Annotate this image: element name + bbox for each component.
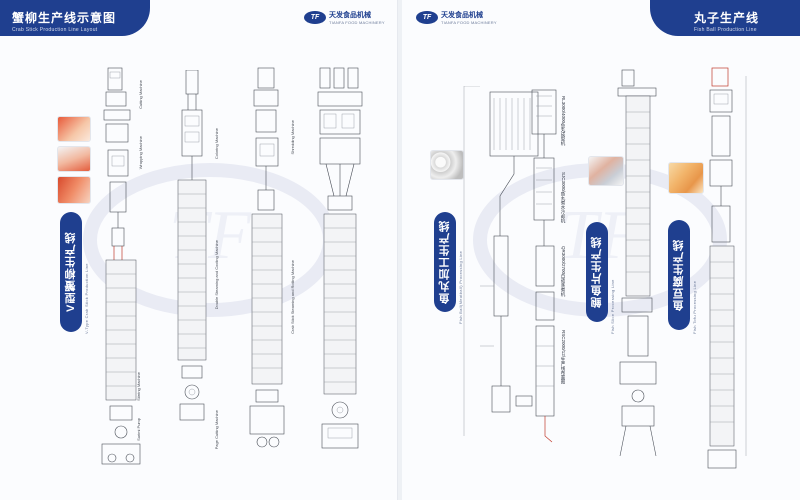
left-brand: TF 天发食品机械 TIANFA FOOD MACHINERY xyxy=(304,10,385,25)
left-page-subtitle: Crab Stick Production Line Layout xyxy=(12,27,98,33)
fish-slice-photo xyxy=(588,156,624,186)
layout-label: RSC2000/12/生产线布置图 xyxy=(561,330,566,385)
crab-line-drawing-2 xyxy=(177,70,207,421)
crab-line-drawing-1 xyxy=(101,67,141,465)
crab-stick-photo-3 xyxy=(57,176,91,204)
fish-slice-line-drawing xyxy=(617,69,657,457)
crab-line-label-5: Double Steaming and Cooling Machine xyxy=(214,240,219,310)
fish-tofu-photo xyxy=(668,162,704,194)
crab-line-drawing-4 xyxy=(317,67,363,449)
fish-tofu-line-drawing xyxy=(707,67,747,469)
left-header-tab: 蟹柳生产线示意图 Crab Stick Production Line Layo… xyxy=(0,0,150,36)
v-type-crab-stick-badge: V型蟹柳生产线 xyxy=(60,212,82,332)
crab-stick-photo-1 xyxy=(57,116,91,142)
fish-tofu-line-badge-subtitle: Fish Tofu Processing Line xyxy=(692,280,697,334)
auto-cooker-label: QR3000/2700自动蒸煮机 xyxy=(561,246,566,297)
right-brand-name-en: TIANFA FOOD MACHINERY xyxy=(441,20,497,25)
crab-line-label-6: Crab Stick Steaming and Rolling Machine xyxy=(290,260,295,334)
fish-tofu-line-badge: 鱼豆腐生产线 xyxy=(668,220,690,330)
fish-slice-line-badge-subtitle: Fish Slice Processing Line xyxy=(610,279,615,334)
page-gutter xyxy=(398,0,402,500)
left-brand-name-cn: 天发食品机械 xyxy=(329,12,371,19)
crab-stick-photo-2 xyxy=(57,146,91,172)
right-brand: TF 天发食品机械 TIANFA FOOD MACHINERY xyxy=(416,10,497,25)
crab-line-label-9: Page Cutting Machine xyxy=(214,410,219,450)
right-brand-name-cn: 天发食品机械 xyxy=(441,12,483,19)
fish-slice-line-badge: 鲍鱼片生产线 xyxy=(586,222,608,322)
right-page: TF 天发食品机械 TIANFA FOOD MACHINERY 丸子生产线 Fi… xyxy=(402,0,800,500)
fish-ball-line-drawing xyxy=(463,86,539,436)
crab-line-label-3: Coloring Machine xyxy=(214,128,219,160)
right-page-subtitle: Fish Ball Production Line xyxy=(694,27,757,33)
tf-logo-icon: TF xyxy=(304,11,326,24)
fish-ball-forming-label: RL3000/4000鱼丸成型机 xyxy=(561,96,566,146)
left-page-title: 蟹柳生产线示意图 xyxy=(12,11,117,25)
crab-line-label-1: Cutting Machine xyxy=(138,80,143,109)
v-type-crab-stick-badge-subtitle: V-Type Crab Stick Production Line xyxy=(84,263,89,334)
left-brand-name-en: TIANFA FOOD MACHINERY xyxy=(329,20,385,25)
right-header-tab: 丸子生产线 Fish Ball Production Line xyxy=(650,0,800,36)
crab-line-label-8: Surimi Pump xyxy=(136,418,141,441)
crab-line-label-7: Stirring Machine xyxy=(136,372,141,401)
crab-line-label-2: Wrapping Machine xyxy=(138,136,143,170)
crab-line-drawing-3 xyxy=(249,67,285,448)
fish-ball-cooling-label: SJC3000/鱼丸煮水冷却机 xyxy=(561,172,566,224)
crab-line-label-4: Shredding Machine xyxy=(290,120,295,155)
cooking-line-drawing xyxy=(531,89,557,443)
left-page: 蟹柳生产线示意图 Crab Stick Production Line Layo… xyxy=(0,0,398,500)
fish-ball-line-badge: 鱼丸加工生产线 xyxy=(434,212,456,312)
right-page-title: 丸子生产线 xyxy=(694,11,760,25)
fish-ball-photo xyxy=(430,150,464,180)
tf-logo-icon: TF xyxy=(416,11,438,24)
